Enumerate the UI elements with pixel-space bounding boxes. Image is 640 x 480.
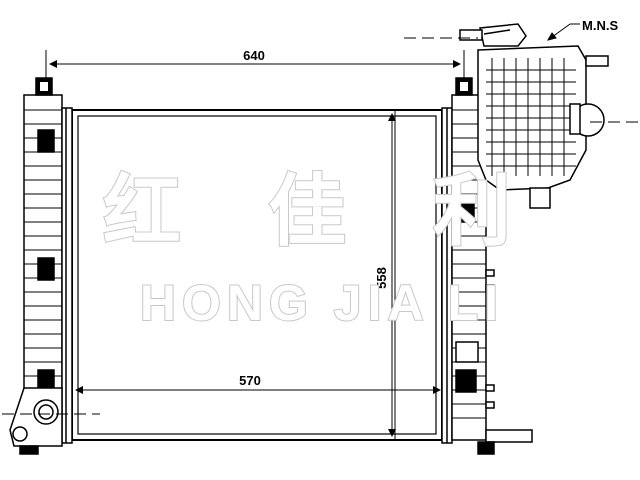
dimension-lines	[2, 23, 640, 441]
watermark-english: HONG JIA LI	[140, 275, 504, 331]
dim-top-width-label: 640	[243, 48, 265, 63]
expansion-tank	[459, 23, 609, 209]
radiator-core	[71, 109, 443, 441]
dim-core-width-label: 570	[239, 373, 261, 388]
tank-note-label: M.N.S	[582, 18, 618, 33]
left-side-tank	[9, 77, 73, 455]
watermark-chinese: 红 佳 利	[103, 167, 541, 257]
dim-core-height-label: 558	[374, 267, 389, 289]
